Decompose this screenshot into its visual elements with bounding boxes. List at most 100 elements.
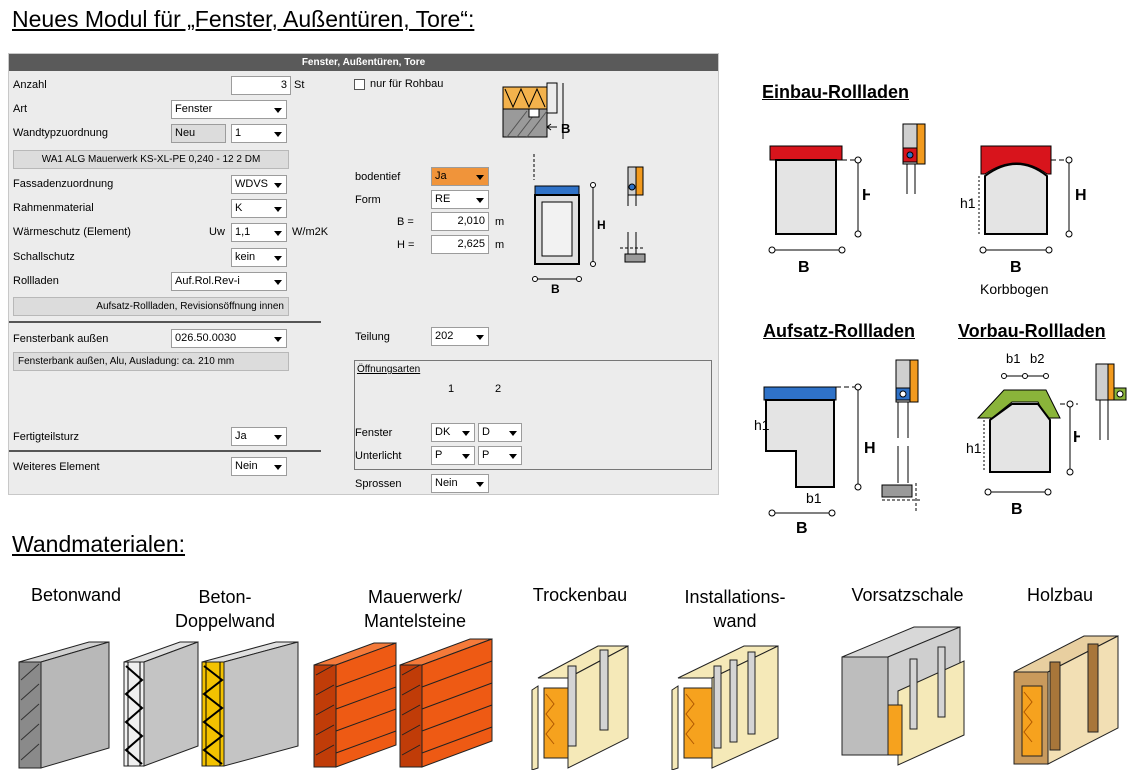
window-dialog: Fenster, Außentüren, Tore Anzahl 3 St Ar… — [8, 53, 719, 495]
einbau-section-diagram — [902, 123, 926, 194]
fenster-oeffnung-1-select[interactable]: DK — [431, 423, 475, 442]
col1-label: 1 — [448, 383, 455, 395]
vorsatzschale-illustration — [841, 626, 965, 766]
col2-label: 2 — [495, 383, 502, 395]
rohbau-checkbox[interactable] — [354, 79, 365, 90]
aufsatz-h1-label: h1 — [754, 417, 770, 433]
wall-label-holzbau: Holzbau — [1026, 585, 1094, 605]
form-select[interactable]: RE — [431, 190, 489, 209]
oeffnungsarten-title: Öffnungsarten — [357, 364, 421, 375]
korbbogen-h1-label: h1 — [960, 195, 976, 211]
vorbau-b-label: B — [1011, 501, 1023, 518]
aufsatz-b-label: B — [796, 520, 808, 537]
rohbau-b-label: B — [561, 121, 570, 136]
unterlicht-2-select[interactable]: P — [478, 446, 522, 465]
beton-doppelwand-illustration — [123, 641, 299, 767]
wall-label-mauerwerk: Mauerwerk/ Mantelsteine — [363, 587, 467, 631]
teilung-label: Teilung — [355, 331, 390, 343]
korbbogen-h-label: H — [1075, 187, 1087, 204]
fensterbank-info: Fensterbank außen, Alu, Ausladung: ca. 2… — [13, 352, 289, 371]
fassade-select[interactable]: WDVS — [231, 175, 287, 194]
vorbau-title: Vorbau-Rollladen — [958, 321, 1106, 341]
vorbau-diagram: b1 b2 h1 H B — [966, 351, 1080, 518]
teilung-select[interactable]: 202 — [431, 327, 489, 346]
wall-label-installationswand: Installations- wand — [684, 587, 786, 631]
aufsatz-section-diagram — [881, 359, 922, 513]
korbbogen-caption: Korbbogen — [980, 281, 1049, 297]
separator — [9, 450, 321, 452]
aufsatz-title: Aufsatz-Rollladen — [763, 321, 916, 341]
dialog-header: Fenster, Außentüren, Tore — [9, 54, 718, 71]
wandtyp-neu-button[interactable]: Neu — [171, 124, 226, 143]
vorbau-section-diagram — [1095, 363, 1127, 440]
rahmen-select[interactable]: K — [231, 199, 287, 218]
wandtyp-select[interactable]: 1 — [231, 124, 287, 143]
wall-label-betonwand: Betonwand — [30, 585, 122, 605]
anzahl-input[interactable]: 3 — [231, 76, 291, 95]
page-title: Neues Modul für „Fenster, Außentüren, To… — [12, 6, 475, 32]
bodentief-select[interactable]: Ja — [431, 167, 489, 186]
bodentief-label: bodentief — [355, 171, 401, 183]
vorbau-h-label: H — [1073, 429, 1080, 446]
fensterbank-select[interactable]: 026.50.0030 — [171, 329, 287, 348]
rahmen-label: Rahmenmaterial — [13, 202, 94, 214]
aufsatz-b1-label: b1 — [806, 490, 822, 506]
rollladen-info: Aufsatz-Rollladen, Revisionsöffnung inne… — [13, 297, 289, 316]
vorbau-b2-label: b2 — [1030, 351, 1044, 366]
window-b-label: B — [551, 282, 560, 294]
separator — [9, 321, 321, 323]
form-label: Form — [355, 194, 381, 206]
korbbogen-b-label: B — [1010, 259, 1022, 276]
wand-title: Wandmaterialen: — [12, 531, 186, 557]
waerme-uw-label: Uw — [209, 226, 225, 238]
wall-label-vorsatzschale: Vorsatzschale — [851, 585, 964, 605]
h-input[interactable]: 2,625 — [431, 235, 489, 254]
betonwand-illustration — [18, 641, 110, 769]
weiteres-label: Weiteres Element — [13, 461, 100, 473]
schall-select[interactable]: kein — [231, 248, 287, 267]
waerme-label: Wärmeschutz (Element) — [13, 226, 131, 238]
wall-label-trockenbau: Trockenbau — [532, 585, 628, 605]
weiteres-select[interactable]: Nein — [231, 457, 287, 476]
unterlicht-1-select[interactable]: P — [431, 446, 475, 465]
unterlicht-label: Unterlicht — [355, 450, 402, 462]
rohbau-label: nur für Rohbau — [370, 78, 444, 90]
b-label: B = — [397, 216, 414, 228]
wall-label-beton-doppelwand: Beton- Doppelwand — [174, 587, 276, 631]
aufsatz-diagram: h1 H b1 B — [754, 383, 876, 537]
schall-label: Schallschutz — [13, 251, 75, 263]
mauerwerk-illustration — [313, 638, 493, 768]
einbau-h-label: H — [862, 187, 870, 204]
wandtyp-info: WA1 ALG Mauerwerk KS-XL-PE 0,240 - 12 2 … — [13, 150, 289, 169]
waerme-unit: W/m2K — [292, 226, 329, 238]
rohbau-section-diagram: B — [502, 82, 570, 139]
fassade-label: Fassadenzuordnung — [13, 178, 114, 190]
trockenbau-illustration — [531, 645, 629, 770]
vorbau-b1-label: b1 — [1006, 351, 1020, 366]
holzbau-illustration — [1013, 635, 1119, 765]
waerme-select[interactable]: 1,1 — [231, 223, 287, 242]
fenster-oeffnung-2-select[interactable]: D — [478, 423, 522, 442]
fensterbank-label: Fensterbank außen — [13, 333, 109, 345]
oeffnungsarten-group — [354, 360, 712, 470]
korbbogen-diagram: H h1 B — [960, 145, 1087, 276]
window-size-diagram: H B — [532, 154, 646, 294]
aufsatz-h-label: H — [864, 440, 876, 457]
rollladen-label: Rollladen — [13, 275, 59, 287]
b-unit: m — [495, 216, 505, 228]
fertigteil-select[interactable]: Ja — [231, 427, 287, 446]
einbau-diagram: H B — [768, 145, 870, 276]
b-input[interactable]: 2,010 — [431, 212, 489, 231]
h-unit: m — [495, 239, 505, 251]
fenster-label: Fenster — [355, 427, 393, 439]
h-label: H = — [397, 239, 415, 251]
rollladen-select[interactable]: Auf.Rol.Rev-i — [171, 272, 287, 291]
einbau-title: Einbau-Rollladen — [762, 82, 910, 102]
installationswand-illustration — [671, 645, 779, 770]
art-select[interactable]: Fenster — [171, 100, 287, 119]
sprossen-label: Sprossen — [355, 478, 402, 490]
fertigteil-label: Fertigteilsturz — [13, 431, 80, 443]
anzahl-unit: St — [294, 79, 305, 91]
einbau-b-label: B — [798, 259, 810, 276]
sprossen-select[interactable]: Nein — [431, 474, 489, 493]
